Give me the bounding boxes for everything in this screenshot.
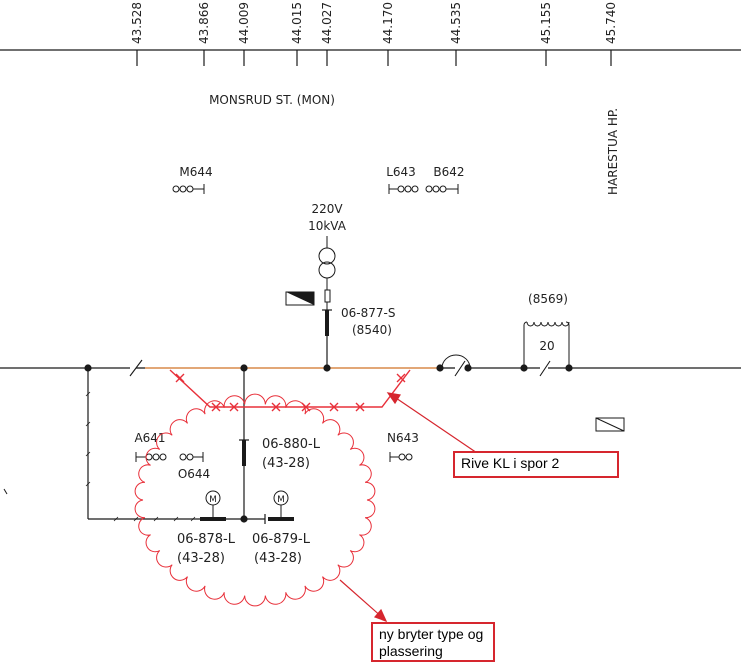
flag-icon [285,291,315,306]
km-labels: 43.528 43.866 44.009 44.015 44.027 44.170 44.5… [130,2,618,44]
left-feeder-marks [85,391,91,487]
removal-cross [229,402,239,412]
removal-markup-line [169,369,411,408]
section-break-far [539,360,551,377]
bottom-branch-marks [113,516,196,522]
switch-878-ref: (43-28) [177,551,225,566]
transformer-symbol [318,236,336,310]
motor-879-icon [273,490,289,506]
removal-cross [175,373,185,383]
annotation-new-switch: ny bryter type og plassering [371,622,495,662]
section-number: 20 [539,339,554,353]
km-label: 43.528 [130,2,144,44]
leader-remove-kl [386,392,481,456]
switch-879-label: 06-879-L [252,532,311,547]
signal-label-b642: B642 [433,165,464,179]
signal-label-o644: O644 [178,467,210,481]
signal-symbol-m644 [172,184,205,194]
station-name: MONSRUD ST. (MON) [209,93,335,107]
km-label: 44.535 [449,2,463,44]
removal-cross [396,373,406,383]
revision-cloud [134,393,376,607]
switch-878-label: 06-878-L [177,532,236,547]
leader-new-switch [339,579,388,623]
motor-879-symbol: M [277,495,285,505]
switch-880-label: 06-880-L [262,437,321,452]
removal-cross [271,402,281,412]
junction-dots [84,364,573,372]
km-label: 43.866 [197,2,211,44]
transformer-power: 10kVA [308,219,347,233]
km-label: 45.740 [604,2,618,44]
signal-label-n643: N643 [387,431,419,445]
switch-877-ref: (8540) [352,323,392,337]
signal-symbol-o644 [179,452,204,462]
stop-name: HARESTUA HP. [606,108,620,195]
signal-label-a641: A641 [134,431,165,445]
signal-symbol-n643 [389,452,413,462]
removal-cross [211,402,221,412]
removal-cross [329,402,339,412]
km-label: 45.155 [539,2,553,44]
transformer-voltage: 220V [311,202,343,216]
hatched-box-icon [595,417,625,432]
km-label: 44.170 [381,2,395,44]
signal-symbol-b642 [425,184,459,194]
signal-label-l643: L643 [386,165,416,179]
coil-symbol [523,321,570,368]
km-label: 44.015 [290,2,304,44]
signal-label-m644: M644 [179,165,212,179]
motor-878-icon [205,490,221,506]
km-ticks [136,50,612,66]
section-insulator-arc [441,354,471,369]
signal-symbol-l643 [388,184,419,194]
km-label: 44.009 [237,2,251,44]
switch-879-ref: (43-28) [254,551,302,566]
annotation-remove-kl: Rive KL i spor 2 [453,451,619,478]
switch-877-label: 06-877-S [341,306,395,320]
switch-880-ref: (43-28) [262,456,310,471]
removal-cross [355,402,365,412]
motor-878-symbol: M [209,495,217,505]
section-break-right [454,360,466,377]
section-ref: (8569) [528,292,568,306]
signal-symbol-a641 [135,452,167,462]
removal-crosses [175,373,406,412]
edge-tick [3,488,8,495]
km-label: 44.027 [320,2,334,44]
